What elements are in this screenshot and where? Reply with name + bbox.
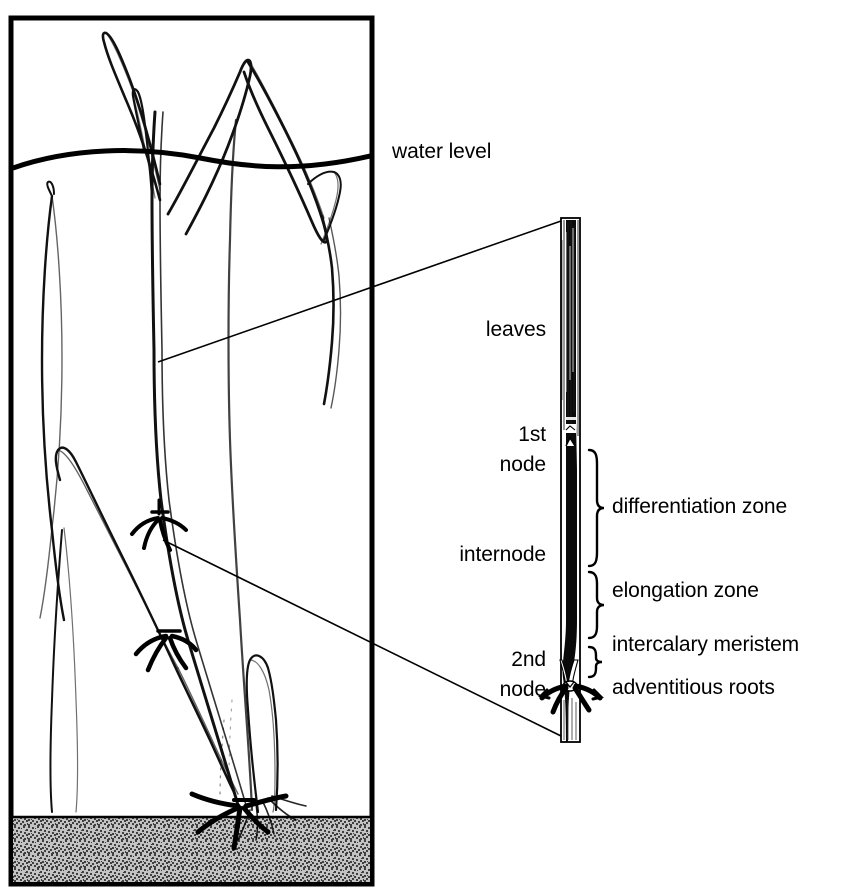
label-leaves: leaves (485, 318, 546, 341)
label-elongation-zone: elongation zone (612, 579, 759, 602)
label-intercalary-meristem: intercalary meristem (612, 633, 800, 656)
leaf-sheath-striations (561, 220, 579, 436)
label-first-node: 1st node (406, 420, 546, 480)
brace-elongation-zone (587, 570, 605, 640)
habitat-panel-border (8, 15, 375, 887)
label-water-level: water level (392, 140, 492, 163)
label-internode: internode (459, 543, 546, 566)
plant-node-upper (130, 498, 188, 552)
brace-differentiation-zone (587, 448, 605, 568)
zone-brackets (587, 448, 605, 679)
plant-node-roots (130, 498, 307, 851)
label-second-node-line-1: 2nd (511, 648, 546, 671)
water-level-line (13, 148, 370, 171)
magnified-internode (538, 217, 604, 743)
sediment-layer (13, 815, 370, 882)
first-node-marker (565, 417, 576, 447)
adventitious-roots-glyph (538, 683, 604, 715)
upper-callout-line (157, 220, 562, 363)
label-differentiation-zone: differentiation zone (612, 495, 788, 518)
label-first-node-line-1: 1st (518, 423, 546, 446)
label-second-node-line-2: node (499, 678, 546, 701)
lower-callout-line (162, 539, 562, 737)
plant-node-middle (133, 629, 199, 673)
sheath-highlights (565, 228, 574, 392)
callout-lines (157, 220, 562, 737)
brace-intercalary-meristem (587, 645, 603, 679)
label-adventitious-roots: adventitious roots (612, 676, 775, 699)
label-first-node-line-2: node (499, 453, 546, 476)
plant-illustration (39, 31, 342, 814)
stem-base-striations (563, 698, 577, 740)
plant-basal-roots (189, 791, 289, 851)
label-second-node: 2nd node (406, 645, 546, 705)
habitat-panel (8, 15, 375, 887)
